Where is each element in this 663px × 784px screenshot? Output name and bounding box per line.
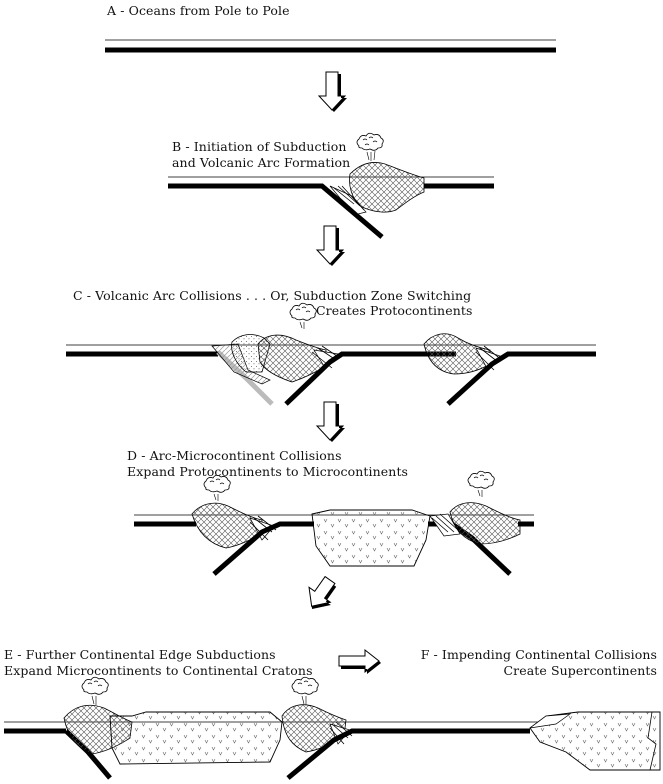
stage-f-sublabel: Create Supercontinents: [503, 663, 657, 678]
down-arrow-icon: [317, 71, 347, 112]
stage-e-label: E - Further Continental Edge Subductions: [4, 647, 276, 662]
subducting-plate: [284, 351, 456, 406]
stage-e-diagram: [4, 676, 378, 780]
stage-f-diagram: [378, 711, 661, 771]
stage-a-diagram: [105, 39, 556, 53]
stage-f-label: F - Impending Continental Collisions: [420, 647, 657, 662]
down-arrow-icon: [315, 225, 345, 266]
stage-e-sublabel: Expand Microcontinents to Continental Cr…: [4, 663, 313, 678]
right-arrow-icon: [338, 648, 381, 674]
stage-b-label: B - Initiation of Subduction: [172, 139, 347, 154]
down-arrow-icon: [315, 401, 345, 442]
stage-b-diagram: [168, 132, 494, 239]
continental-craton: [109, 711, 283, 765]
down-left-arrow-icon: [308, 575, 337, 609]
volcanic-arc: [449, 502, 521, 545]
stage-a-label: A - Oceans from Pole to Pole: [107, 3, 290, 18]
subducting-plate: [212, 521, 314, 576]
stage-c-sublabel: Creates Protocontinents: [316, 303, 473, 318]
continental-margin: [529, 711, 661, 771]
stage-b-sublabel: and Volcanic Arc Formation: [172, 155, 351, 170]
stage-c-diagram: [66, 302, 596, 406]
volcanic-plume-icon: [356, 132, 384, 161]
volcanic-arc: [349, 162, 425, 213]
subducting-plate: [286, 728, 378, 780]
microcontinent: [311, 509, 431, 567]
stage-d-label: D - Arc-Microcontinent Collisions: [127, 448, 342, 463]
volcanic-plume-icon: [289, 302, 317, 329]
volcanic-plume-icon: [467, 470, 495, 497]
stage-d-diagram: [134, 470, 534, 576]
volcanic-plume-icon: [203, 474, 231, 501]
stage-c-label: C - Volcanic Arc Collisions . . . Or, Su…: [73, 288, 472, 303]
volcanic-plume-icon: [81, 676, 109, 705]
stage-d-sublabel: Expand Protocontinents to Microcontinent…: [127, 464, 409, 479]
volcanic-plume-icon: [291, 676, 319, 705]
subducting-plate: [168, 183, 384, 239]
